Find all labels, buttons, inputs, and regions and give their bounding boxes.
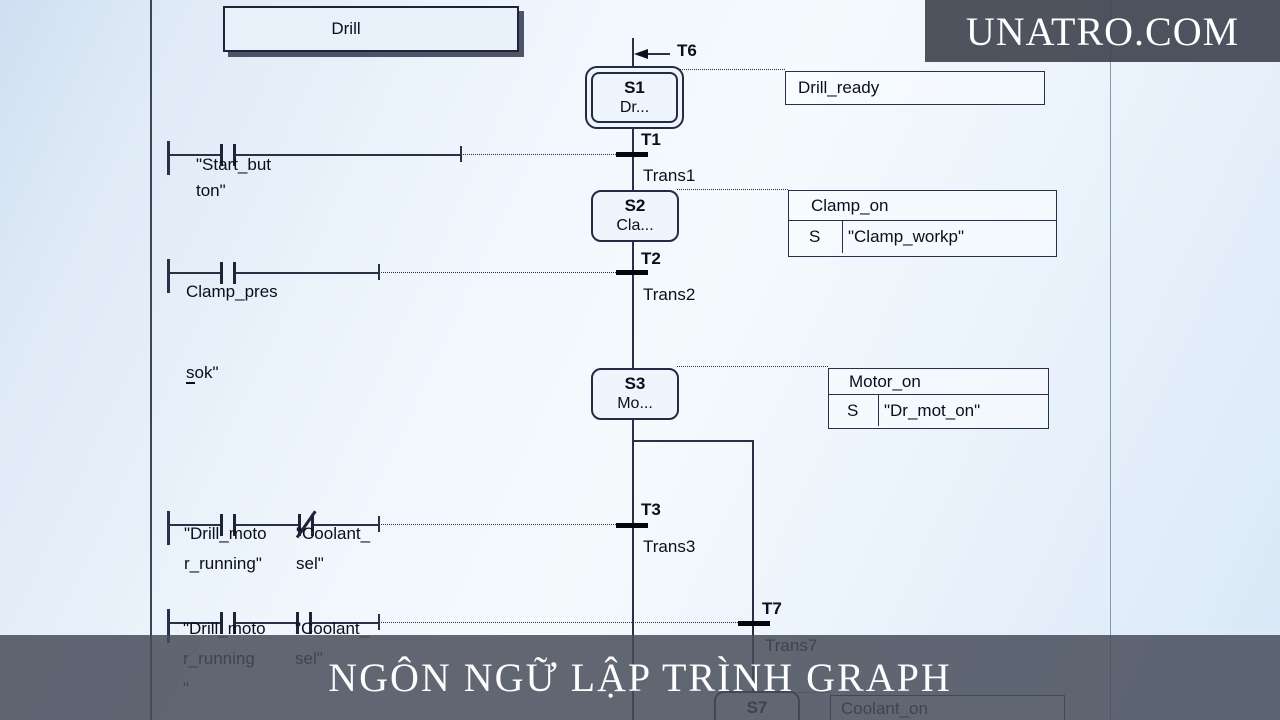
jump-arrow-icon [634,49,648,59]
chart-title: Drill [331,19,361,38]
action-title: Clamp_on [811,195,889,215]
rung-line [312,622,379,624]
rung-left-rail-tick [167,511,170,545]
rung-end-tick [378,264,380,280]
no-contact-icon[interactable] [296,612,299,634]
action-box-clamp-on[interactable]: Clamp_on S "Clamp_workp" [788,190,1057,257]
watermark-banner: UNATRO.COM [925,0,1280,62]
rung-left-rail-tick [167,259,170,293]
contact-operand-label[interactable]: "Coolant_sel" [296,524,371,573]
action-title: Drill_ready [798,78,880,97]
rung-line [314,524,379,526]
chart-title-box[interactable]: Drill [223,6,519,52]
rung-line [236,524,299,526]
transition-label-t6[interactable]: T6 [677,41,697,60]
rung-end-tick [378,614,380,630]
rung-line [168,272,220,274]
transition-name-t2[interactable]: Trans2 [643,285,696,304]
no-contact-icon[interactable] [233,612,236,634]
action-operand: "Clamp_workp" [848,227,964,246]
dotted-connector-rung3 [379,524,616,525]
transition-bar-t3[interactable] [616,523,648,528]
caption-banner: NGÔN NGỮ LẬP TRÌNH GRAPH [0,635,1280,720]
no-contact-icon[interactable] [220,144,223,166]
nc-contact-icon[interactable] [298,514,301,536]
transition-label-t1[interactable]: T1 [641,130,661,149]
caption-text: NGÔN NGỮ LẬP TRÌNH GRAPH [328,655,952,700]
step-s3[interactable]: S3 Mo... [591,368,679,420]
transition-bar-t2[interactable] [616,270,648,275]
action-operand: "Dr_mot_on" [884,400,981,420]
action-qualifier: S [789,221,843,253]
branch-split-line [632,440,754,442]
step-s1-inner-frame [591,72,678,123]
dotted-connector-rung2 [379,272,616,273]
transition-label-t2[interactable]: T2 [641,249,661,268]
canvas-left-border-line [150,0,152,720]
step-name: Cla... [616,217,654,234]
rung-left-rail-tick [167,141,170,175]
action-box-drill-ready[interactable]: Drill_ready [785,71,1045,105]
no-contact-icon[interactable] [233,262,236,284]
no-contact-icon[interactable] [220,612,223,634]
rung-line [236,272,379,274]
branch-flow-line [752,440,754,692]
action-box-motor-on[interactable]: Motor_on S "Dr_mot_on" [828,368,1049,429]
page-edge-line [1110,0,1111,720]
jump-arrow-line [648,53,670,55]
dotted-connector-rung4 [379,622,738,623]
rung-end-tick [460,146,462,162]
transition-bar-t7[interactable] [738,621,770,626]
rung-line [236,622,297,624]
no-contact-icon[interactable] [220,262,223,284]
action-qualifier: S [829,395,879,426]
nc-contact-icon[interactable] [311,514,314,536]
no-contact-icon[interactable] [220,514,223,536]
transition-label-t7[interactable]: T7 [762,599,782,618]
no-contact-icon[interactable] [233,144,236,166]
step-name: Mo... [617,395,653,412]
step-id: S2 [624,196,646,215]
step-s1[interactable]: S1 Dr... [585,66,684,129]
rung-end-tick [378,516,380,532]
step-name: Dr... [619,98,650,116]
rung-line [168,154,220,156]
rung-line [168,524,220,526]
no-contact-icon[interactable] [233,514,236,536]
transition-label-t3[interactable]: T3 [641,500,661,519]
rung-line [168,622,220,624]
contact-operand-label[interactable]: Clamp_pres sok" [186,282,278,384]
transition-name-t3[interactable]: Trans3 [643,537,696,556]
rung-line [236,154,461,156]
step-id: S3 [624,374,646,393]
rung-left-rail-tick [167,609,170,643]
watermark-text: UNATRO.COM [965,8,1240,54]
transition-bar-t1[interactable] [616,152,648,157]
no-contact-icon[interactable] [309,612,312,634]
dotted-connector-s1-action [680,69,785,70]
action-title: Motor_on [849,371,921,391]
transition-name-t1[interactable]: Trans1 [643,166,696,185]
dotted-connector-rung1 [461,154,616,155]
step-s2[interactable]: S2 Cla... [591,190,679,242]
dotted-connector-s3-action [677,366,828,367]
dotted-connector-s2-action [677,189,788,190]
step-id: S1 [624,77,645,97]
